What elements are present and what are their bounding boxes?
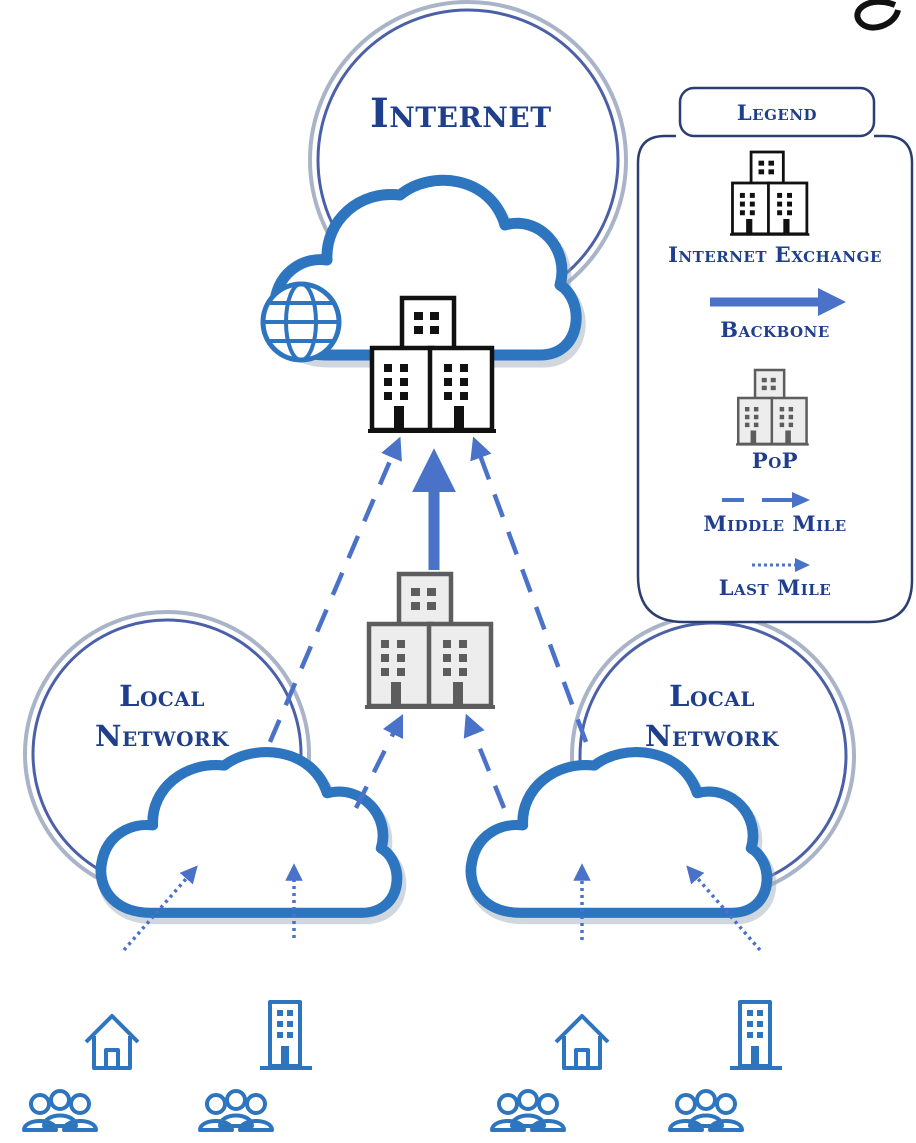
- legend-title: Legend: [737, 100, 817, 125]
- internet-group: Internet: [260, 0, 628, 431]
- middle-mile-link-left-to-pop: [353, 713, 404, 810]
- legend: Legend Internet Exchange Backbone PoP Mi…: [636, 86, 914, 624]
- legend-backbone-label: Backbone: [720, 317, 830, 342]
- globe-icon: [260, 281, 342, 363]
- legend-middle-mile-arrowhead: [792, 492, 810, 508]
- pop-building-icon: [365, 574, 495, 707]
- legend-pop-label: PoP: [752, 448, 798, 473]
- local-network-right-group: Local Network: [471, 613, 856, 918]
- last-mile-link-1: [122, 865, 198, 952]
- middle-mile-link-left-to-ix: [267, 436, 402, 743]
- user-group-icon: [22, 1089, 98, 1132]
- local-network-left-group: Local Network: [23, 610, 400, 918]
- legend-last-mile-label: Last Mile: [719, 575, 831, 600]
- user-group-icon: [668, 1089, 744, 1132]
- middle-mile-link-right-to-pop: [463, 713, 507, 809]
- cropped-glyph: [854, 0, 901, 31]
- user-group-icon: [490, 1089, 566, 1132]
- local-network-right-label-line1: Local: [669, 679, 755, 713]
- office-building-icon: [258, 1000, 314, 1070]
- local-network-left-label-line1: Local: [119, 679, 205, 713]
- house-icon: [84, 1014, 140, 1070]
- legend-internet-exchange-label: Internet Exchange: [668, 242, 882, 267]
- house-icon: [554, 1014, 610, 1070]
- office-building-icon: [728, 1000, 784, 1070]
- legend-last-mile-arrowhead: [795, 558, 810, 572]
- user-group-icon: [198, 1089, 274, 1132]
- last-mile-link-4: [686, 865, 762, 952]
- middle-mile-link-right-to-ix: [470, 436, 589, 743]
- legend-middle-mile-label: Middle Mile: [703, 511, 846, 536]
- local-network-left-label-line2: Network: [95, 719, 229, 753]
- legend-backbone-arrowhead: [818, 288, 846, 316]
- legend-title-box: [678, 86, 876, 138]
- local-network-right-label-line2: Network: [645, 719, 779, 753]
- internet-label: Internet: [370, 90, 552, 137]
